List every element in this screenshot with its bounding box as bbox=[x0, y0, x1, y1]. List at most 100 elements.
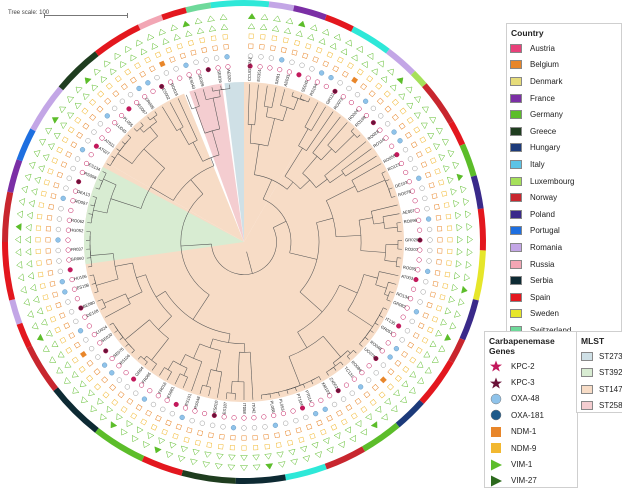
gene-marker bbox=[71, 286, 78, 292]
gene-marker bbox=[417, 322, 425, 329]
gene-marker bbox=[316, 419, 323, 427]
gene-marker bbox=[138, 382, 145, 388]
tip-label: RO058 bbox=[382, 153, 397, 164]
gene-marker bbox=[419, 136, 427, 144]
gene-marker bbox=[102, 391, 110, 399]
gene-marker bbox=[221, 414, 227, 420]
gene-marker bbox=[280, 410, 286, 417]
gene-marker bbox=[173, 33, 182, 41]
color-swatch bbox=[510, 209, 522, 219]
tip-label: ES351 bbox=[256, 68, 262, 82]
gene-marker bbox=[394, 374, 402, 382]
gene-marker bbox=[438, 345, 446, 352]
country-segment bbox=[7, 159, 23, 193]
gene-marker bbox=[160, 406, 166, 412]
branch bbox=[169, 102, 184, 128]
branch bbox=[97, 299, 103, 302]
gene-marker bbox=[428, 182, 435, 189]
branch bbox=[249, 352, 254, 400]
gene-marker bbox=[15, 248, 22, 257]
gene-marker bbox=[333, 33, 341, 41]
branch bbox=[360, 250, 386, 253]
branch bbox=[106, 163, 111, 166]
gene-marker bbox=[424, 366, 432, 374]
circle-icon bbox=[490, 393, 502, 405]
gene-marker bbox=[379, 348, 385, 354]
gene-marker bbox=[36, 260, 42, 266]
branch bbox=[254, 174, 288, 190]
color-swatch bbox=[510, 193, 522, 203]
gene-marker bbox=[456, 247, 463, 256]
gene-marker bbox=[154, 51, 162, 59]
branch bbox=[335, 235, 361, 238]
branch bbox=[220, 85, 222, 90]
star-icon bbox=[490, 377, 502, 389]
clade-st392 bbox=[83, 166, 244, 265]
gene-marker bbox=[182, 405, 189, 411]
gene-marker bbox=[401, 350, 409, 358]
gene-marker bbox=[194, 439, 201, 446]
country-segment bbox=[419, 360, 454, 404]
gene-marker bbox=[252, 454, 260, 461]
branch bbox=[216, 350, 221, 371]
gene-marker bbox=[435, 329, 443, 337]
branch bbox=[212, 97, 220, 129]
gene-marker bbox=[383, 397, 391, 405]
gene-marker bbox=[405, 86, 413, 94]
tip-label: FR037 bbox=[70, 246, 83, 252]
gene-marker bbox=[291, 49, 298, 56]
gene-marker bbox=[150, 424, 158, 431]
branch bbox=[195, 107, 206, 134]
gene-marker bbox=[208, 432, 214, 439]
gene-marker bbox=[95, 354, 101, 360]
tip-label: ES198 bbox=[76, 282, 90, 290]
tip-label: ES187 bbox=[222, 401, 228, 415]
gene-marker bbox=[60, 195, 66, 202]
gene-marker bbox=[335, 388, 341, 394]
gene-marker bbox=[369, 399, 377, 406]
gene-legend-item: OXA-48 bbox=[485, 391, 577, 407]
branch bbox=[396, 222, 398, 232]
gene-marker bbox=[55, 302, 62, 309]
gene-marker bbox=[365, 377, 372, 383]
gene-marker bbox=[201, 47, 208, 53]
gene-marker bbox=[24, 173, 32, 182]
mlst-legend-item: ST258 bbox=[577, 398, 622, 415]
gene-marker bbox=[45, 248, 51, 254]
country-legend-title: Country bbox=[511, 28, 544, 38]
gene-marker bbox=[104, 97, 112, 105]
gene-marker bbox=[190, 49, 197, 56]
gene-marker bbox=[182, 20, 191, 28]
gene-marker bbox=[136, 85, 142, 92]
gene-marker bbox=[259, 44, 265, 50]
gene-marker bbox=[457, 235, 464, 244]
color-swatch bbox=[510, 60, 522, 70]
gene-marker bbox=[416, 175, 422, 181]
branch bbox=[90, 253, 114, 256]
gene-marker bbox=[93, 368, 101, 376]
tip-label: LU045 bbox=[115, 122, 128, 134]
gene-marker bbox=[202, 461, 211, 468]
gene-marker bbox=[203, 57, 209, 63]
gene-marker bbox=[194, 17, 203, 25]
gene-label: VIM-27 bbox=[511, 476, 537, 486]
gene-marker bbox=[24, 235, 31, 244]
gene-marker bbox=[158, 437, 166, 445]
branch bbox=[149, 126, 158, 137]
branch bbox=[297, 331, 308, 348]
gene-marker bbox=[337, 56, 344, 64]
gene-marker bbox=[370, 105, 377, 112]
gene-marker bbox=[327, 393, 333, 399]
gene-marker bbox=[298, 436, 305, 443]
branch bbox=[166, 371, 172, 381]
branch bbox=[379, 315, 383, 318]
branch bbox=[288, 356, 301, 386]
gene-marker bbox=[431, 356, 439, 363]
country-legend-item: Poland bbox=[507, 206, 621, 223]
branch bbox=[389, 291, 394, 294]
gene-marker bbox=[309, 66, 315, 72]
gene-marker bbox=[68, 309, 75, 315]
branch bbox=[115, 262, 133, 267]
gene-marker bbox=[441, 190, 448, 197]
gene-marker bbox=[83, 337, 89, 343]
